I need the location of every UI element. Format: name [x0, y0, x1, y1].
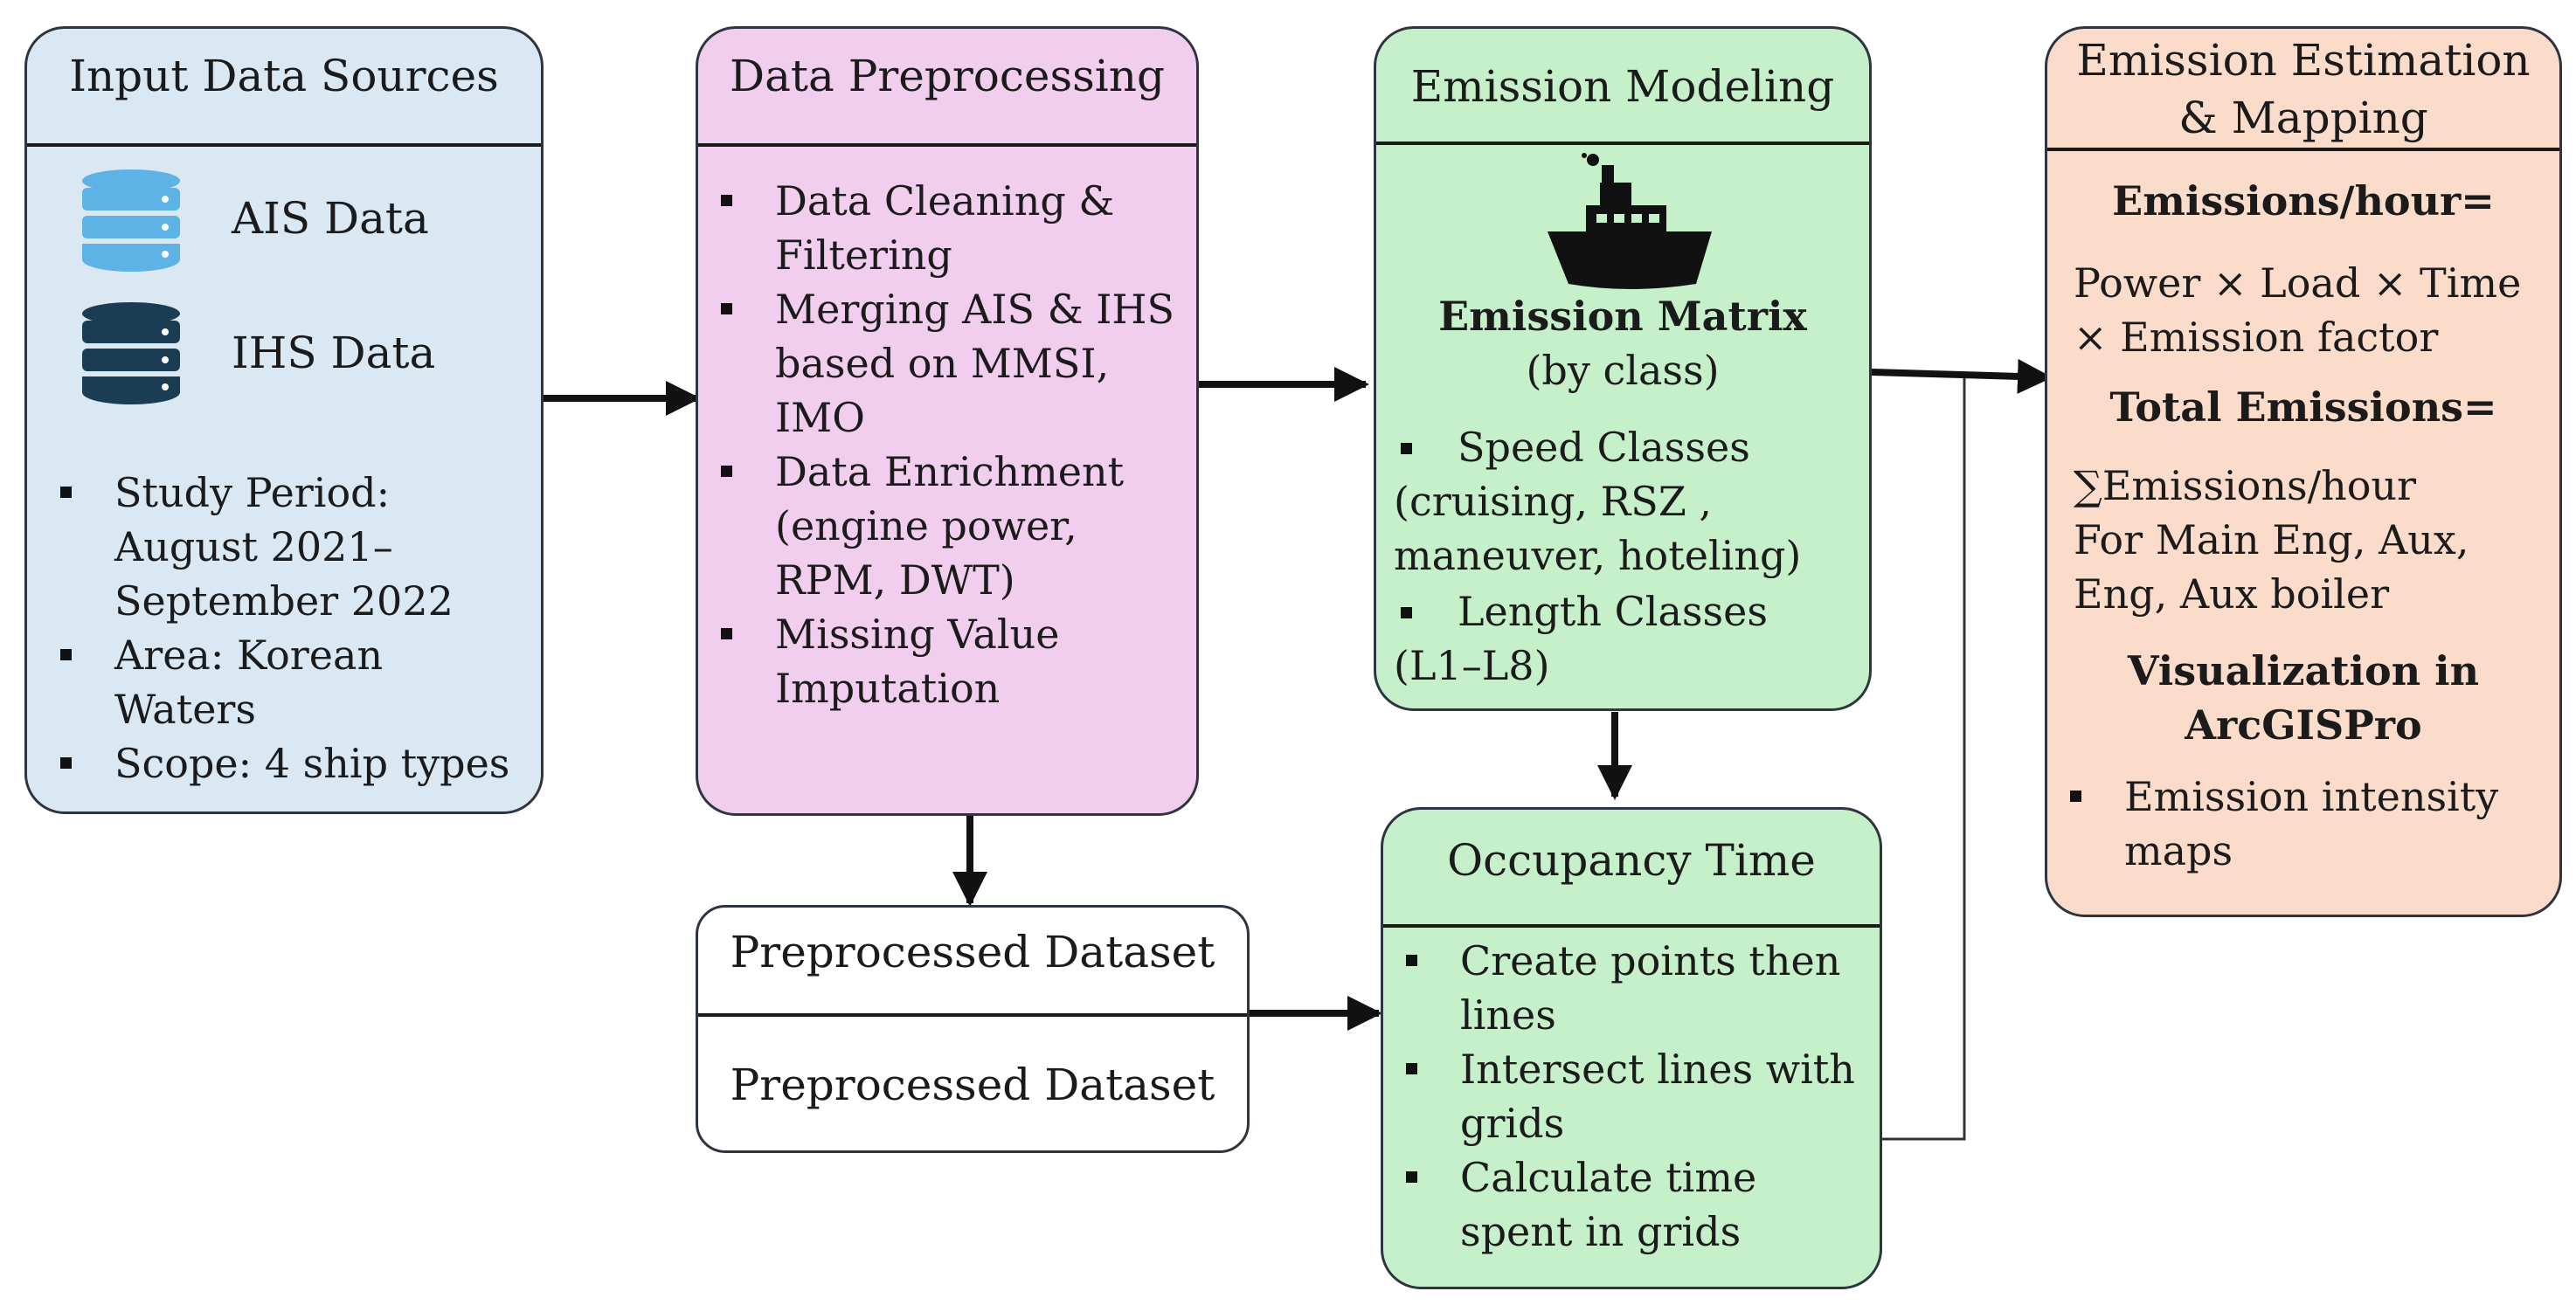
speed-classes-detail-2: maneuver, hoteling) [1394, 532, 1802, 579]
ais-data-label: AIS Data [232, 193, 429, 244]
estimation-box-divider [2047, 148, 2559, 151]
ais-database-icon [82, 169, 180, 272]
list-item-scope: Scope: 4 ship types [52, 736, 509, 791]
data-preprocessing-box: Data Preprocessing Data Cleaning & Filte… [696, 26, 1199, 816]
preprocessed-dataset-box: Preprocessed Dataset Preprocessed Datase… [696, 905, 1250, 1153]
list-item-missing-value: Missing Value Imputation [712, 607, 1174, 715]
list-item-area: Area: Korean Waters [52, 628, 509, 736]
emission-matrix-title: Emission Matrix [1438, 293, 1807, 340]
ihs-database-icon [82, 302, 180, 404]
input-box-title: Input Data Sources [69, 51, 499, 101]
estimation-bullet-list: Emission intensity maps [2061, 770, 2498, 878]
total-emissions-eq-line3: Eng, Aux boiler [2074, 570, 2390, 618]
bullet-marker [1401, 607, 1412, 618]
preprocessing-box-title: Data Preprocessing [730, 51, 1165, 101]
length-classes-detail: (L1–L8) [1394, 642, 1550, 689]
emissions-per-hour-eq-line1: Power × Load × Time [2074, 259, 2522, 307]
list-item-emission-maps: Emission intensity maps [2061, 770, 2498, 878]
modeling-box-title: Emission Modeling [1410, 61, 1835, 112]
input-bullet-list: Study Period: August 2021– September 202… [52, 466, 509, 791]
bullet-marker [1401, 443, 1412, 454]
estimation-box-title-line2: & Mapping [2178, 93, 2428, 143]
estimation-box-title-line1: Emission Estimation [2076, 35, 2531, 86]
list-item-data-enrichment: Data Enrichment (engine power, RPM, DWT) [712, 445, 1174, 607]
total-emissions-title: Total Emissions= [2109, 383, 2497, 431]
emission-modeling-box: Emission Modeling Emission Matrix (by cl… [1374, 26, 1872, 711]
occupancy-bullet-list: Create points then lines Intersect lines… [1397, 934, 1855, 1259]
dataset-box-divider [698, 1013, 1247, 1017]
list-item-data-cleaning: Data Cleaning & Filtering [712, 174, 1174, 282]
occupancy-box-title: Occupancy Time [1447, 835, 1816, 886]
emission-estimation-box: Emission Estimation & Mapping Emissions/… [2045, 26, 2562, 917]
ihs-data-label: IHS Data [232, 328, 436, 378]
list-item-study-period: Study Period: August 2021– September 202… [52, 466, 509, 628]
arrow-modeling-to-estimation [1871, 358, 2053, 394]
total-emissions-eq-line2: For Main Eng, Aux, [2074, 516, 2469, 563]
occupancy-time-box: Occupancy Time Create points then lines … [1381, 807, 1882, 1289]
total-emissions-eq-line1: ∑Emissions/hour [2074, 462, 2417, 509]
emissions-per-hour-eq-line2: × Emission factor [2074, 314, 2439, 361]
dataset-label-top: Preprocessed Dataset [730, 927, 1215, 977]
emission-matrix-subtitle: (by class) [1526, 347, 1720, 394]
ship-icon [1548, 153, 1712, 289]
visualization-title-line1: Visualization in [2127, 647, 2480, 694]
preprocessing-bullet-list: Data Cleaning & Filtering Merging AIS & … [712, 174, 1174, 715]
list-item-merging: Merging AIS & IHS based on MMSI, IMO [712, 282, 1174, 445]
list-item-create-points: Create points then lines [1397, 934, 1855, 1042]
speed-classes-detail-1: (cruising, RSZ , [1394, 478, 1713, 525]
input-data-sources-box: Input Data Sources AIS Data IHS Data Stu… [24, 26, 544, 814]
speed-classes-label: Speed Classes [1394, 420, 1750, 474]
length-classes-label: Length Classes [1394, 584, 1768, 639]
preprocessing-box-divider [698, 143, 1196, 147]
list-item-calculate-time: Calculate time spent in grids [1397, 1150, 1855, 1259]
modeling-box-divider [1376, 142, 1869, 145]
dataset-label-bottom: Preprocessed Dataset [730, 1060, 1215, 1110]
input-box-divider [27, 143, 541, 147]
visualization-title-line2: ArcGISPro [2185, 701, 2422, 749]
occupancy-box-divider [1383, 924, 1880, 928]
emissions-per-hour-title: Emissions/hour= [2112, 177, 2495, 224]
list-item-intersect-lines: Intersect lines with grids [1397, 1042, 1855, 1150]
line-occupancy-to-junction [1882, 374, 1966, 1141]
